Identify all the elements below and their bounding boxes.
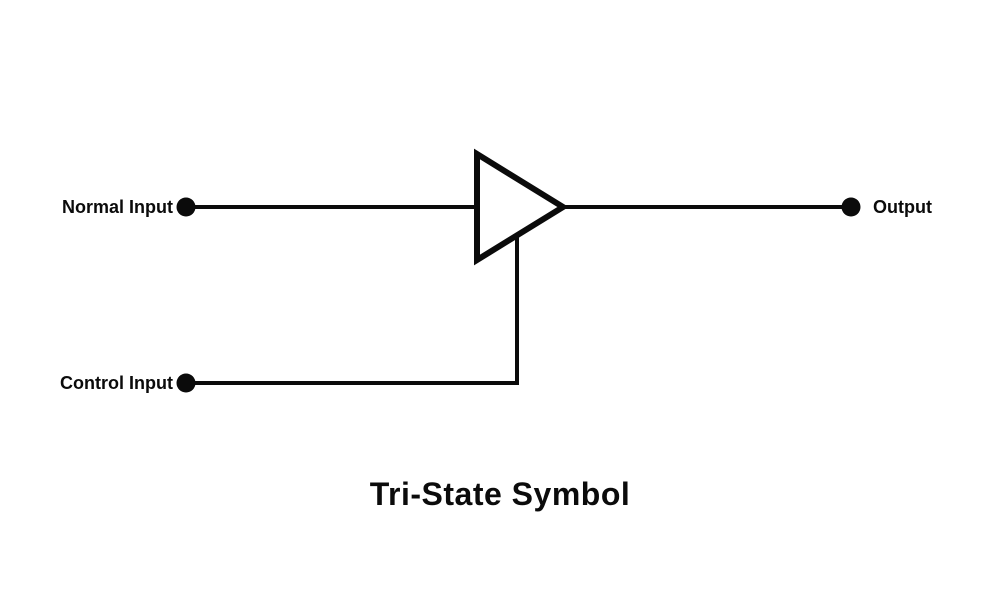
control-input-terminal: [176, 373, 196, 393]
output-terminal: [841, 197, 861, 217]
buffer-triangle-symbol: [474, 148, 569, 266]
normal-input-terminal: [176, 197, 196, 217]
control-input-wire: [186, 236, 519, 385]
control-input-label: Control Input: [60, 373, 173, 393]
output-label: Output: [873, 197, 932, 217]
normal-input-label: Normal Input: [62, 197, 173, 217]
diagram-title: Tri-State Symbol: [370, 476, 631, 512]
